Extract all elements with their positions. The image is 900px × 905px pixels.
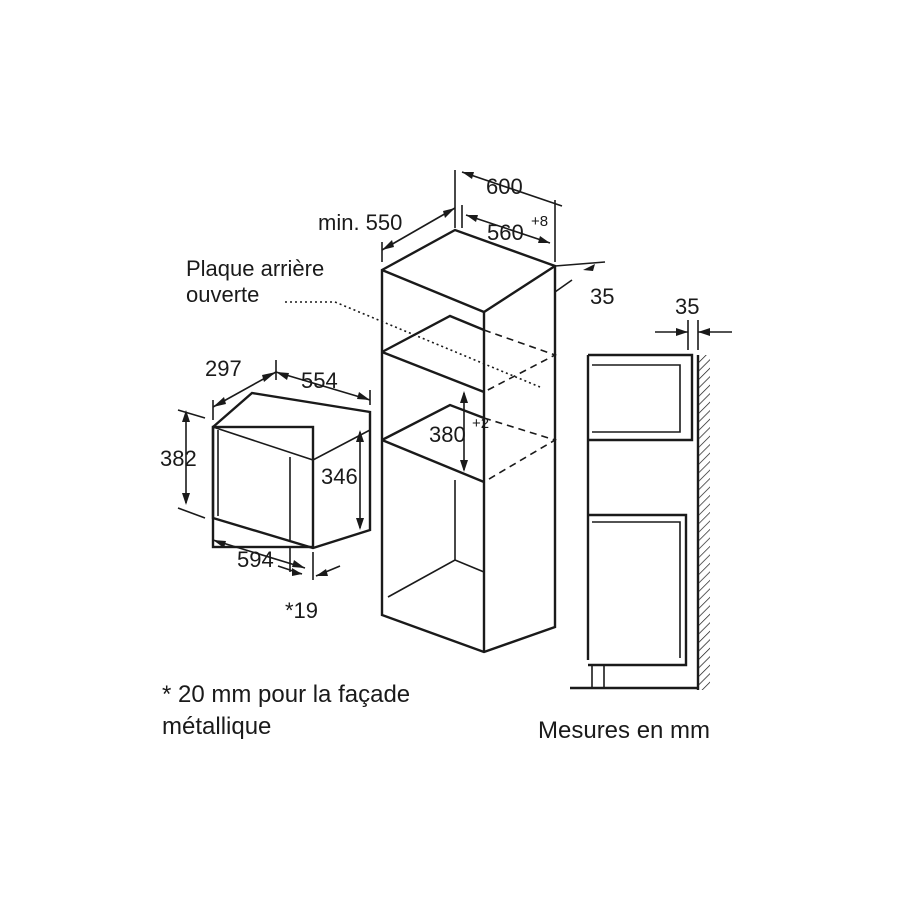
microwave-front: [211, 425, 315, 549]
side-wall-offset-label: 35: [675, 294, 699, 319]
niche-width-label: 560: [487, 220, 524, 245]
cabinet-width-label: 600: [486, 174, 523, 199]
microwave-drawing: [177, 360, 372, 580]
niche-width-tolerance: +8: [531, 213, 548, 230]
microwave-width-label: 594: [237, 547, 274, 572]
footnote-line2: métallique: [162, 713, 271, 740]
microwave-body-width-label: 554: [301, 368, 338, 393]
microwave-body: [211, 391, 372, 550]
units-note: Mesures en mm: [538, 717, 710, 744]
open-back-panel-label-line1: Plaque arrière: [186, 256, 324, 281]
wall-hatch: [698, 355, 710, 690]
niche-height-tolerance: +2: [472, 415, 489, 432]
cabinet-drawing: [285, 170, 606, 654]
cabinet-wall-offset-label: 35: [590, 284, 614, 309]
cabinet-depth-label: min. 550: [318, 210, 402, 235]
microwave-height-label: 382: [160, 446, 197, 471]
microwave-depth-label: 297: [205, 356, 242, 381]
footnote-line1: * 20 mm pour la façade: [162, 681, 410, 708]
cabinet-outline: [380, 228, 557, 654]
side-view-drawing: [570, 320, 732, 690]
open-back-panel-label-line2: ouverte: [186, 282, 259, 307]
microwave-inner-height-label: 346: [321, 464, 358, 489]
niche-height-label: 380: [429, 422, 466, 447]
microwave-front-thickness-label: *19: [285, 598, 318, 623]
